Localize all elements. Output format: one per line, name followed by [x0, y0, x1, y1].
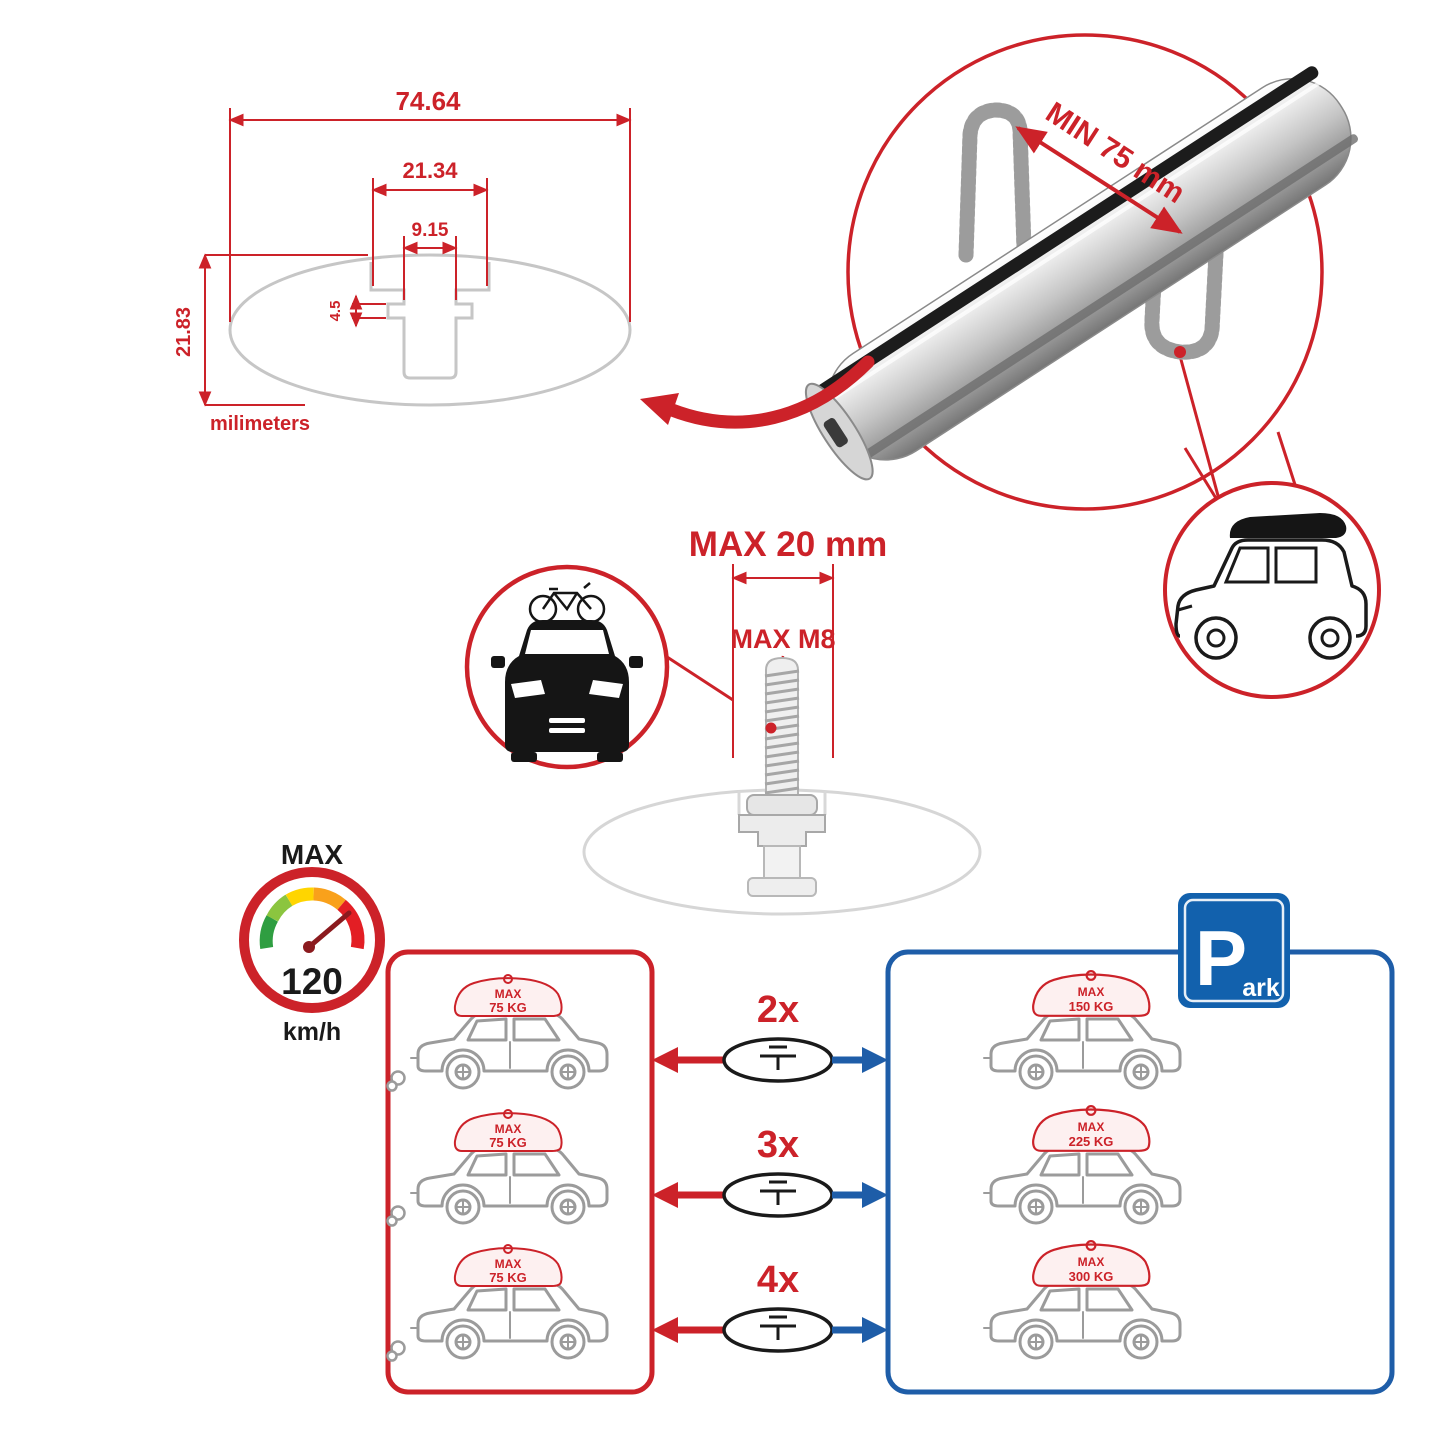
curved-pointer-arrow [640, 355, 875, 429]
suv-with-roofbox-icon [1174, 513, 1368, 660]
dim-outer-width [371, 178, 489, 286]
bag-weight-label: 150 KG [1069, 999, 1114, 1014]
bag-max-label: MAX [1078, 1255, 1105, 1269]
bag-weight-label: 75 KG [489, 1135, 527, 1150]
speed-gauge-arc [259, 887, 365, 950]
bike-car-circle [464, 564, 670, 770]
crossbar-detail-circle: MIN 75 mm [640, 33, 1358, 511]
multiplier-row: 2x [652, 989, 888, 1083]
dim-slot-depth-label: 4.5 [327, 301, 344, 322]
bag-weight-label: 75 KG [489, 1000, 527, 1015]
bag-weight-label: 225 KG [1069, 1134, 1114, 1149]
speed-value: 120 [281, 961, 343, 1002]
bag-weight-label: 300 KG [1069, 1269, 1114, 1284]
park-sign: P ark [1178, 893, 1290, 1008]
roofbox-car-circle [1163, 481, 1381, 699]
multiplier-label: 2x [757, 989, 799, 1031]
bag-max-label: MAX [1078, 985, 1105, 999]
park-sign-ark: ark [1242, 974, 1280, 1002]
dim-height [198, 253, 368, 407]
bag-max-label: MAX [495, 987, 522, 1001]
bolt-diagram: MAX 20 mm MAX M8 [582, 525, 982, 916]
driving-capacity-panel: MAX 75 KG MAX 75 KG MAX 75 KG [385, 949, 655, 1395]
multiplier-label: 3x [757, 1124, 799, 1166]
multiplier-label: 4x [757, 1259, 799, 1301]
bolt-callout-line [663, 653, 734, 702]
profile-channel [369, 262, 491, 380]
max-thread-label: MAX M8 [730, 624, 835, 654]
thread-point-dot [765, 722, 777, 734]
bag-max-label: MAX [1078, 1120, 1105, 1134]
crossbar-photo [804, 66, 1358, 481]
dim-slot-width [402, 236, 458, 300]
speed-gauge-title: MAX [281, 839, 344, 870]
parked-capacity-panel: MAX 150 KG MAX 225 KG MAX 300 KG [885, 949, 1395, 1395]
dim-outer-width-label: 21.34 [402, 158, 458, 183]
park-sign-plate [1178, 893, 1290, 1008]
speed-gauge-needle [306, 910, 352, 950]
bag-weight-label: 75 KG [489, 1270, 527, 1285]
unit-label: milimeters [210, 413, 310, 435]
dim-total-width-label: 74.64 [395, 86, 461, 116]
dim-total-width [228, 108, 632, 322]
multiplier-row: 3x [652, 1124, 888, 1218]
exhaust-puffs [386, 1070, 406, 1092]
dim-height-label: 21.83 [173, 307, 195, 357]
profile-ellipse [228, 253, 632, 407]
exhaust-puffs [386, 1205, 406, 1227]
dim-slot-depth [349, 294, 386, 328]
cross-section-diagram: 74.64 21.34 9.15 4.5 21.83 mili [173, 86, 632, 435]
speed-unit: km/h [283, 1018, 341, 1046]
dim-bolt [731, 564, 835, 758]
min-clamp-arrow [1015, 126, 1183, 234]
speed-gauge: MAX 120 km/h [239, 839, 385, 1046]
bag-max-label: MAX [495, 1257, 522, 1271]
multiplier-row: 4x [652, 1259, 888, 1353]
park-sign-p: P [1195, 914, 1247, 1002]
max-length-label: MAX 20 mm [689, 525, 887, 564]
bolt-icon [738, 656, 826, 897]
car-front-icon [491, 620, 643, 762]
exhaust-puffs [386, 1340, 406, 1362]
bag-max-label: MAX [495, 1122, 522, 1136]
dim-slot-width-label: 9.15 [412, 220, 449, 241]
multiplier-rows: 2x 3x 4x [652, 989, 888, 1353]
clamp-point-dot [1174, 346, 1186, 358]
